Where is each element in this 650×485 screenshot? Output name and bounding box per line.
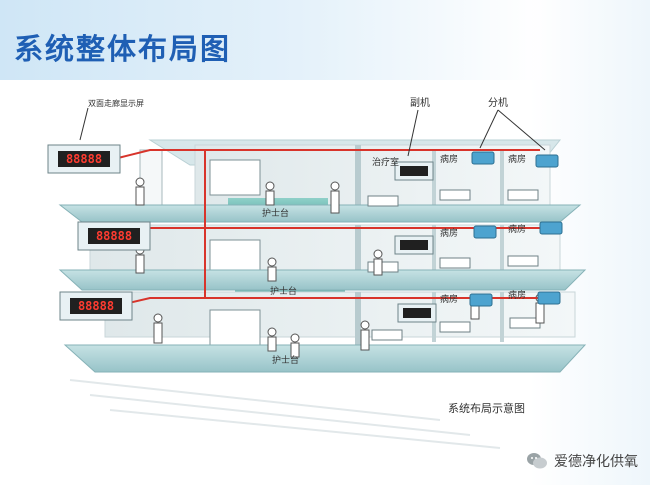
bed (367, 195, 399, 207)
nurse-station-label: 护士台 (272, 354, 299, 366)
person (330, 181, 340, 214)
person (267, 257, 277, 282)
partition (500, 292, 504, 342)
watermark-text: 爱德净化供氧 (554, 454, 638, 470)
ward-label: 病房 (440, 227, 458, 239)
sub-unit (471, 151, 495, 165)
panel (209, 309, 261, 346)
sub-unit (473, 225, 497, 239)
bed (439, 321, 471, 333)
ward-label: 病房 (440, 153, 458, 165)
svg-text:88888: 88888 (78, 299, 114, 313)
partition (432, 225, 436, 270)
sub-unit (469, 293, 493, 307)
bed (507, 255, 539, 267)
watermark: 爱德净化供氧 (526, 451, 638, 471)
main-unit (397, 303, 437, 323)
diagram-caption: 系统布局示意图 (448, 401, 525, 415)
corridor-display: 88888 (77, 221, 151, 251)
bed (367, 261, 399, 273)
sub-unit-label: 分机 (488, 96, 508, 109)
partition (355, 145, 361, 205)
panel (209, 159, 261, 196)
main-unit (394, 235, 434, 255)
ward-label: 病房 (508, 153, 526, 165)
ward-label: 病房 (508, 289, 526, 301)
partition (432, 150, 436, 205)
nurse-station-label: 护士台 (262, 207, 289, 219)
person (265, 181, 275, 206)
partition (355, 292, 361, 347)
ward-label: 病房 (508, 223, 526, 235)
corridor-display: 88888 (47, 144, 121, 174)
person (373, 249, 383, 276)
bed (507, 189, 539, 201)
wall-back (104, 291, 576, 338)
floor-slab (63, 344, 587, 373)
sub-unit (535, 154, 559, 168)
partition (355, 225, 361, 270)
bed (439, 257, 471, 269)
bed (439, 189, 471, 201)
svg-text:88888: 88888 (66, 152, 102, 166)
person (267, 327, 277, 352)
floor-slab (58, 204, 582, 223)
sub-unit (539, 221, 563, 235)
floor-1 (63, 291, 587, 373)
sub-unit (537, 291, 561, 305)
wiring (117, 149, 545, 306)
ground-lines (69, 379, 501, 449)
corridor-display-label: 双面走廊显示屏 (88, 98, 144, 108)
callout-lines (79, 107, 546, 157)
floor-slab (58, 269, 587, 291)
main-unit-label: 副机 (410, 96, 430, 109)
partition (500, 150, 504, 205)
ward-label: 病房 (440, 293, 458, 305)
title-band (0, 0, 540, 80)
page-title: 系统整体布局图 (14, 32, 232, 66)
panel (209, 239, 261, 276)
ward-beds (367, 189, 541, 341)
nurse-station-label: 护士台 (270, 285, 297, 297)
sub-units (469, 151, 563, 307)
person (153, 313, 163, 344)
person (135, 177, 145, 206)
treatment-room-label: 治疗室 (372, 156, 399, 168)
partition (500, 225, 504, 270)
bed (371, 329, 403, 341)
main-unit (394, 161, 434, 181)
person (290, 333, 300, 358)
wechat-icon (526, 452, 548, 470)
person (360, 320, 370, 351)
svg-text:88888: 88888 (96, 229, 132, 243)
corridor-display: 88888 (59, 291, 133, 321)
